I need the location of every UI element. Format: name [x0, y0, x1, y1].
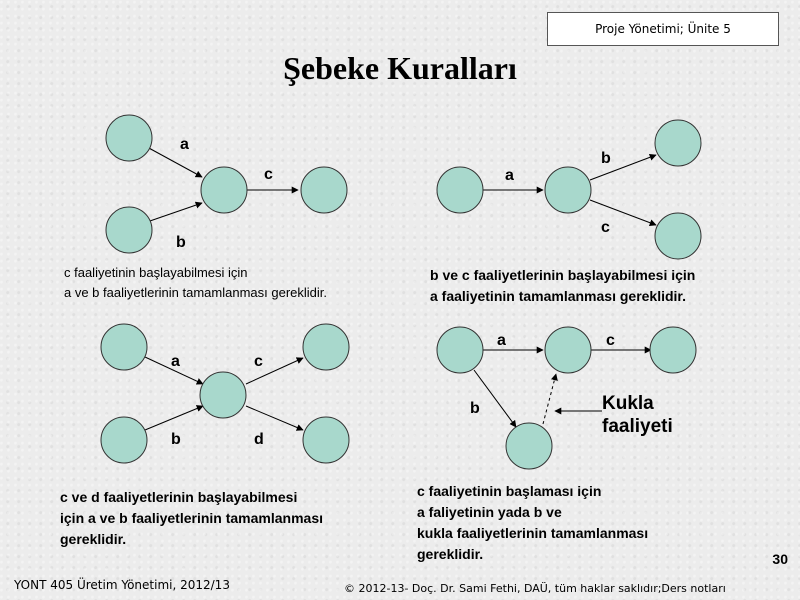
- d3-edge-d: [245, 405, 304, 431]
- caption-line: kukla faaliyetlerinin tamamlanması: [417, 525, 649, 541]
- diagram-dummy-activity: a c b Kukla faaliyeti: [436, 326, 697, 470]
- d4-node-1: [436, 326, 484, 374]
- d2-node-2: [544, 166, 592, 214]
- d3-label-d: d: [254, 431, 264, 448]
- diagram-merge: a c b: [105, 114, 348, 254]
- d3-edge-c: [245, 357, 304, 385]
- d4-label-c: c: [606, 332, 615, 349]
- d2-label-a: a: [505, 167, 514, 184]
- caption-burst: b ve c faaliyetlerinin başlayabilmesi iç…: [430, 265, 695, 307]
- d1-label-c: c: [264, 166, 273, 183]
- d4-label-dummy-1: Kukla: [602, 393, 654, 414]
- d2-label-b: b: [601, 150, 611, 167]
- d1-label-a: a: [180, 136, 189, 153]
- d1-node-4: [300, 166, 348, 214]
- caption-line: a faaliyetinin tamamlanması gereklidir.: [430, 288, 686, 304]
- d4-label-dummy-2: faaliyeti: [602, 416, 673, 437]
- d3-edge-a: [144, 356, 204, 385]
- footer-course: YONT 405 Üretim Yönetimi, 2012/13: [14, 578, 230, 592]
- d1-edge-b: [146, 201, 203, 223]
- caption-line: gereklidir.: [60, 531, 127, 547]
- d4-node-2: [544, 326, 592, 374]
- caption-line: b ve c faaliyetlerinin başlayabilmesi iç…: [430, 267, 696, 283]
- page-number: 30: [772, 551, 788, 567]
- d1-node-2: [105, 206, 153, 254]
- d2-edge-b: [589, 153, 657, 181]
- d1-node-3: [200, 166, 248, 214]
- d4-label-b: b: [470, 400, 480, 417]
- d3-node-5: [302, 416, 350, 464]
- caption-line: c ve d faaliyetlerinin başlayabilmesi: [60, 489, 298, 505]
- d2-label-c: c: [601, 219, 610, 236]
- d1-node-1: [105, 114, 153, 162]
- caption-line: için a ve b faaliyetlerinin tamamlanması: [60, 510, 323, 526]
- d3-node-2: [100, 416, 148, 464]
- caption-merge: c faaliyetinin başlayabilmesi için a ve …: [64, 263, 327, 303]
- d4-label-a: a: [497, 332, 506, 349]
- caption-line: a ve b faaliyetlerinin tamamlanması gere…: [64, 285, 328, 300]
- caption-merge-burst: c ve d faaliyetlerinin başlayabilmesi iç…: [60, 487, 323, 550]
- d3-node-1: [100, 323, 148, 371]
- page-title: Şebeke Kuralları: [283, 50, 517, 86]
- caption-line: gereklidir.: [417, 546, 484, 562]
- d2-node-3: [654, 119, 702, 167]
- d2-node-1: [436, 166, 484, 214]
- d3-node-4: [302, 323, 350, 371]
- d4-node-3: [649, 326, 697, 374]
- d4-edge-dummy: [542, 373, 558, 425]
- d3-label-c: c: [254, 353, 263, 370]
- d3-edge-b: [144, 405, 204, 431]
- footer-copyright: © 2012-13- Doç. Dr. Sami Fethi, DAÜ, tüm…: [344, 582, 726, 595]
- diagram-burst: a b c: [436, 119, 702, 260]
- caption-line: c faaliyetinin başlaması için: [417, 483, 602, 499]
- caption-line: c faaliyetinin başlayabilmesi için: [64, 265, 248, 280]
- d4-edge-b: [473, 369, 517, 428]
- caption-line: a faliyetinin yada b ve: [417, 504, 562, 520]
- course-header-box: Proje Yönetimi; Ünite 5: [547, 12, 779, 46]
- d4-node-4: [505, 422, 553, 470]
- d2-edge-c: [589, 199, 657, 227]
- caption-dummy-activity: c faaliyetinin başlaması için a faliyeti…: [417, 481, 648, 565]
- d3-label-b: b: [171, 431, 181, 448]
- course-label: Proje Yönetimi; Ünite 5: [595, 22, 731, 36]
- d1-edge-a: [146, 146, 203, 178]
- diagram-merge-burst: a c b d: [100, 323, 350, 464]
- d3-label-a: a: [171, 353, 180, 370]
- d2-node-4: [654, 212, 702, 260]
- d3-node-3: [199, 371, 247, 419]
- d1-label-b: b: [176, 234, 186, 251]
